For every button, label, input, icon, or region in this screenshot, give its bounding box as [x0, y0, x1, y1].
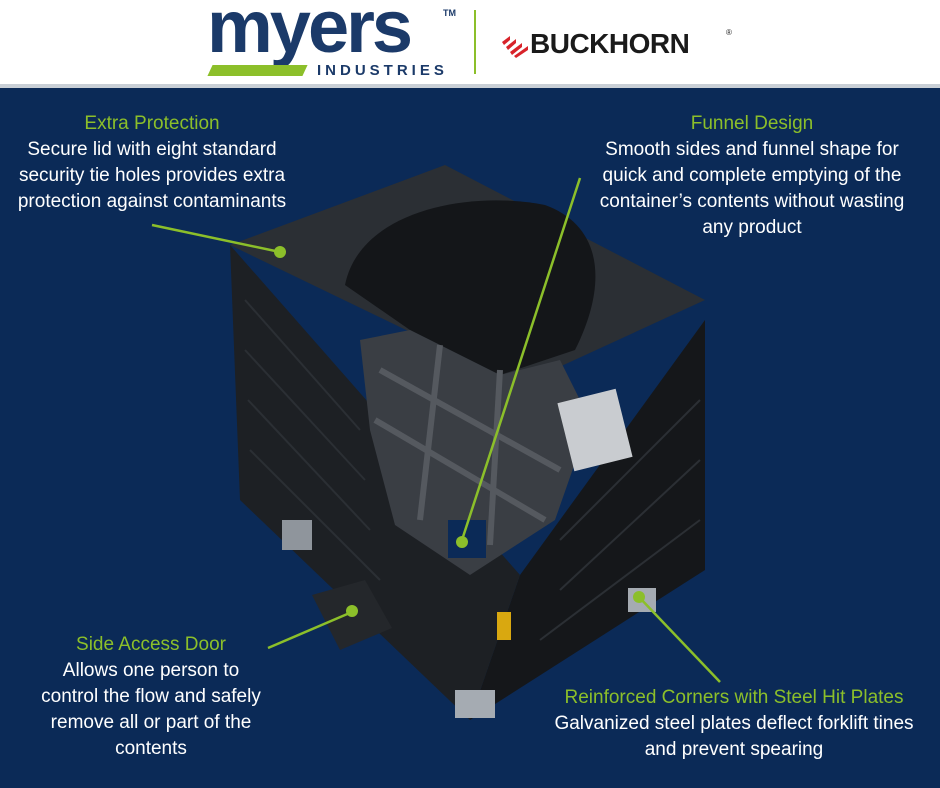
callout-line: remove all or part of the: [50, 712, 252, 733]
funnel-design-leader: [460, 177, 582, 541]
callout-line: contents: [115, 738, 187, 759]
callout-line: quick and complete emptying of the: [602, 165, 902, 186]
callout-line: Allows one person to: [62, 660, 240, 681]
callout-line: and prevent spearing: [644, 739, 824, 760]
funnel-design-dot: [456, 536, 468, 548]
callout-title: Funnel Design: [690, 113, 814, 134]
myers-wordmark: myers: [207, 0, 413, 68]
buckhorn-wordmark: BUCKHORN: [530, 28, 690, 59]
buckhorn-logo: BUCKHORN ®: [500, 24, 740, 60]
reinforced-corners-leader: [638, 596, 721, 683]
extra-protection-leader: [151, 223, 281, 254]
callout-reinforced-corners: Reinforced Corners with Steel Hit Plates…: [530, 685, 938, 763]
callout-extra-protection: Extra Protection Secure lid with eight s…: [0, 111, 304, 215]
callout-line: any product: [702, 217, 802, 238]
callout-line: protection against contaminants: [17, 191, 287, 212]
callout-line: Smooth sides and funnel shape for: [605, 139, 899, 160]
logo-divider: [474, 10, 476, 74]
callout-line: container’s contents without wasting: [599, 191, 905, 212]
myers-industries-label: INDUSTRIES: [317, 62, 448, 79]
callout-line: Secure lid with eight standard: [27, 139, 277, 160]
extra-protection-dot: [274, 246, 286, 258]
callout-title: Side Access Door: [76, 634, 226, 655]
myers-industries-logo: myers TM INDUSTRIES: [207, 0, 456, 82]
callout-line: control the flow and safely: [41, 686, 261, 707]
bulk-container-image: [230, 165, 705, 720]
buckhorn-registered-mark: ®: [726, 28, 732, 37]
myers-trademark: TM: [443, 8, 456, 18]
callout-line: Galvanized steel plates deflect forklift…: [554, 713, 914, 734]
myers-green-bar: [207, 65, 308, 76]
product-stage: [0, 88, 940, 788]
callout-title: Extra Protection: [84, 113, 220, 134]
product-illustration: [151, 165, 721, 720]
callout-funnel-design: Funnel Design Smooth sides and funnel sh…: [580, 111, 924, 241]
callout-side-access-door: Side Access Door Allows one person to co…: [20, 632, 282, 762]
buckhorn-mark-icon: [502, 36, 528, 58]
callout-line: security tie holes provides extra: [18, 165, 286, 186]
side-access-door-dot: [346, 605, 358, 617]
callout-title: Reinforced Corners with Steel Hit Plates: [564, 687, 904, 708]
side-access-door-leader: [267, 610, 353, 650]
reinforced-corners-dot: [633, 591, 645, 603]
header-bar: myers TM INDUSTRIES BUCKHORN ®: [0, 0, 940, 88]
